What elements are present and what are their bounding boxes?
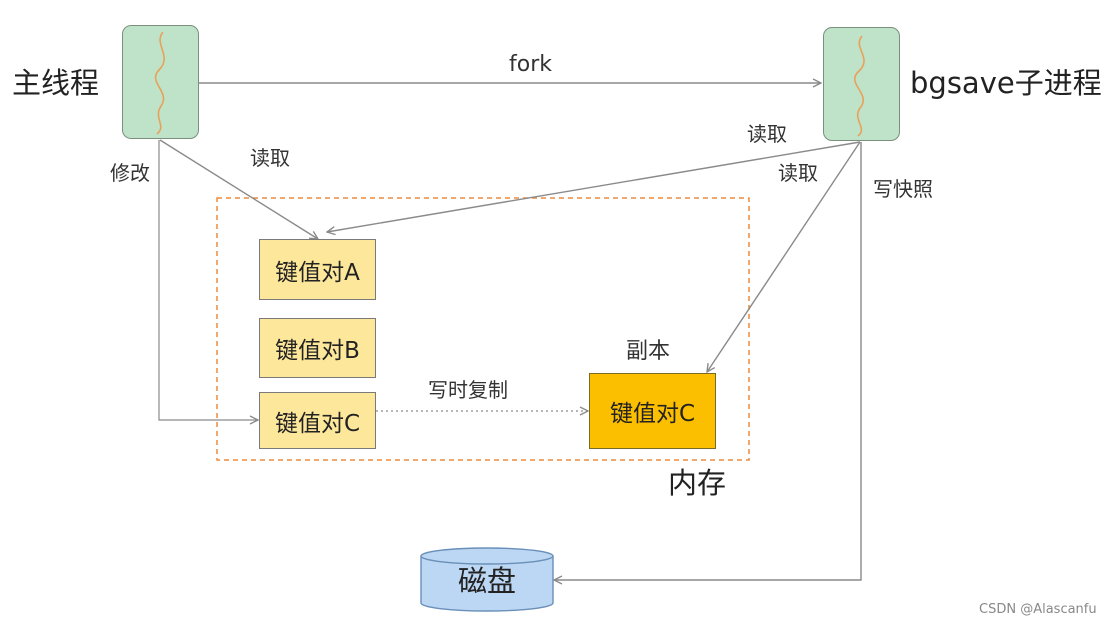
cow-label: 写时复制 (428, 378, 508, 402)
thread-squiggle-icon (854, 35, 865, 137)
main-thread-node (122, 25, 199, 139)
key-value-c: 键值对C (259, 392, 376, 449)
key-value-a: 键值对A (259, 239, 376, 300)
memory-label: 内存 (668, 466, 727, 500)
copy-caption: 副本 (626, 339, 671, 364)
main-read-arrow (159, 139, 318, 239)
write-snapshot-arrow (554, 142, 862, 580)
key-value-c-copy: 键值对C (589, 373, 716, 449)
main-modify-arrow (158, 140, 258, 420)
watermark: CSDN @Alascanfu (979, 602, 1097, 617)
thread-squiggle-icon (154, 31, 165, 135)
memory-region (216, 197, 750, 461)
child-read-a-label: 读取 (747, 122, 787, 146)
key-value-b: 键值对B (259, 318, 376, 378)
bgsave-child-node (823, 27, 900, 141)
write-snapshot-label: 写快照 (873, 177, 933, 201)
main-thread-label: 主线程 (12, 66, 100, 100)
fork-label: fork (509, 52, 552, 77)
bgsave-child-label: bgsave子进程 (910, 66, 1102, 100)
main-modify-label: 修改 (110, 161, 150, 185)
disk-cylinder (420, 547, 554, 612)
child-read-c-label: 读取 (778, 161, 818, 185)
disk-label: 磁盘 (458, 564, 517, 598)
main-read-label: 读取 (250, 146, 290, 170)
child-read-a-arrow (327, 141, 861, 232)
child-read-c-arrow (707, 141, 861, 372)
